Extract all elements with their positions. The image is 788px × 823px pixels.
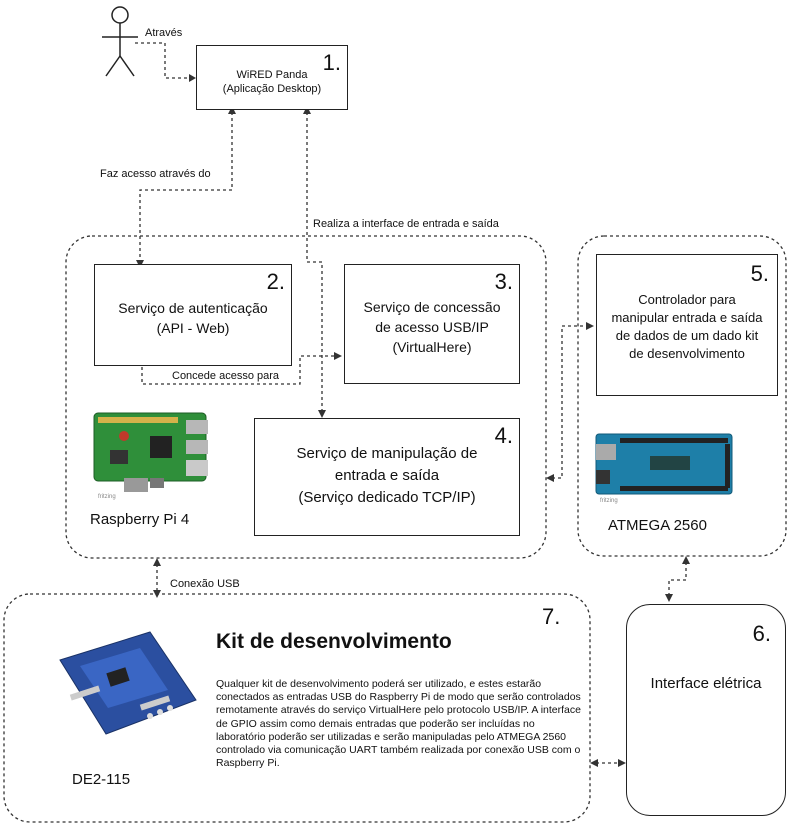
raspberry-group-label: Raspberry Pi 4 bbox=[90, 511, 190, 528]
node-line-1: Controlador para bbox=[638, 292, 736, 307]
usb-arrow-up bbox=[153, 558, 161, 566]
atmega-group-label: ATMEGA 2560 bbox=[608, 517, 707, 534]
actor-icon bbox=[102, 6, 138, 77]
auth-to-usbip-edge bbox=[141, 355, 336, 385]
kit-interface-arrow-left bbox=[590, 759, 598, 767]
node-number: 6. bbox=[752, 621, 771, 646]
edge-label-grant: Concede acesso para bbox=[172, 370, 280, 382]
kit-node-number: 7. bbox=[542, 604, 561, 629]
node-line-1: Serviço de manipulação de bbox=[296, 445, 478, 462]
kit-title: Kit de desenvolvimento bbox=[216, 630, 452, 653]
actor-edge-arrow bbox=[189, 74, 196, 82]
actor-label: Através bbox=[145, 27, 183, 39]
io-controller-arrow-left bbox=[546, 474, 554, 482]
atmega-group-border bbox=[577, 235, 787, 557]
edge-label-interface: Realiza a interface de entrada e saída bbox=[313, 218, 499, 230]
node-number: 3. bbox=[494, 269, 513, 294]
auth-usbip-arrow bbox=[334, 352, 342, 360]
node-subtitle: (Aplicação Desktop) bbox=[222, 83, 322, 95]
atmega-interface-arrow-down bbox=[665, 594, 673, 602]
kit-interface-arrow-right bbox=[618, 759, 626, 767]
app-io-arrow-down bbox=[318, 410, 326, 418]
node-number: 2. bbox=[266, 269, 285, 294]
node-title: Interface elétrica bbox=[650, 675, 762, 692]
de2-group-label: DE2-115 bbox=[72, 771, 131, 788]
atmega-to-interface-edge bbox=[668, 562, 687, 596]
io-controller-arrow-right bbox=[586, 322, 594, 330]
node-line-2: de acesso USB/IP bbox=[375, 319, 489, 335]
node-line-4: de desenvolvimento bbox=[629, 346, 745, 361]
kit-group-border bbox=[3, 593, 591, 823]
usb-arrow-down bbox=[153, 590, 161, 598]
app-auth-arrow-up bbox=[228, 106, 236, 114]
node-number: 1. bbox=[322, 50, 341, 75]
raspberry-group-border bbox=[65, 235, 547, 559]
node-title: WiRED Panda bbox=[236, 69, 308, 81]
actor-to-app-edge bbox=[135, 42, 190, 79]
controller-node: 5. Controlador para manipular entrada e … bbox=[596, 254, 778, 396]
node-line-1: Serviço de concessão bbox=[363, 299, 501, 315]
io-service-node: 4. Serviço de manipulação de entrada e s… bbox=[254, 418, 520, 536]
node-line-2: manipular entrada e saída bbox=[611, 310, 763, 325]
fritzing-mark-1: fritzing bbox=[98, 494, 116, 500]
app-io-arrow-up bbox=[303, 106, 311, 114]
node-line-2: entrada e saída bbox=[334, 467, 440, 484]
node-number: 4. bbox=[494, 423, 513, 448]
de2-board-icon bbox=[59, 631, 197, 735]
app-node: 1. WiRED Panda (Aplicação Desktop) bbox=[196, 45, 348, 110]
edge-label-usb: Conexão USB bbox=[170, 578, 240, 590]
usbip-service-node: 3. Serviço de concessão de acesso USB/IP… bbox=[344, 264, 520, 384]
fritzing-mark-2: fritzing bbox=[600, 498, 618, 504]
electrical-interface-node: 6. Interface elétrica bbox=[626, 604, 786, 816]
node-line-3: (VirtualHere) bbox=[392, 339, 472, 355]
io-to-controller-edge bbox=[552, 325, 588, 479]
raspberry-pi-board-icon bbox=[93, 412, 208, 492]
atmega-interface-arrow-up bbox=[682, 556, 690, 564]
node-subtitle: (API - Web) bbox=[156, 320, 230, 336]
node-line-3: de dados de um dado kit bbox=[615, 328, 759, 343]
app-to-io-edge bbox=[306, 112, 323, 412]
node-title: Serviço de autenticação bbox=[118, 300, 268, 316]
node-number: 5. bbox=[750, 261, 769, 286]
arduino-mega-board-icon bbox=[595, 433, 733, 495]
app-to-auth-edge bbox=[139, 112, 233, 262]
auth-service-node: 2. Serviço de autenticação (API - Web) bbox=[94, 264, 292, 366]
edge-label-access: Faz acesso através do bbox=[100, 168, 211, 180]
kit-description: Qualquer kit de desenvolvimento poderá s… bbox=[216, 678, 581, 770]
node-line-3: (Serviço dedicado TCP/IP) bbox=[298, 489, 476, 506]
